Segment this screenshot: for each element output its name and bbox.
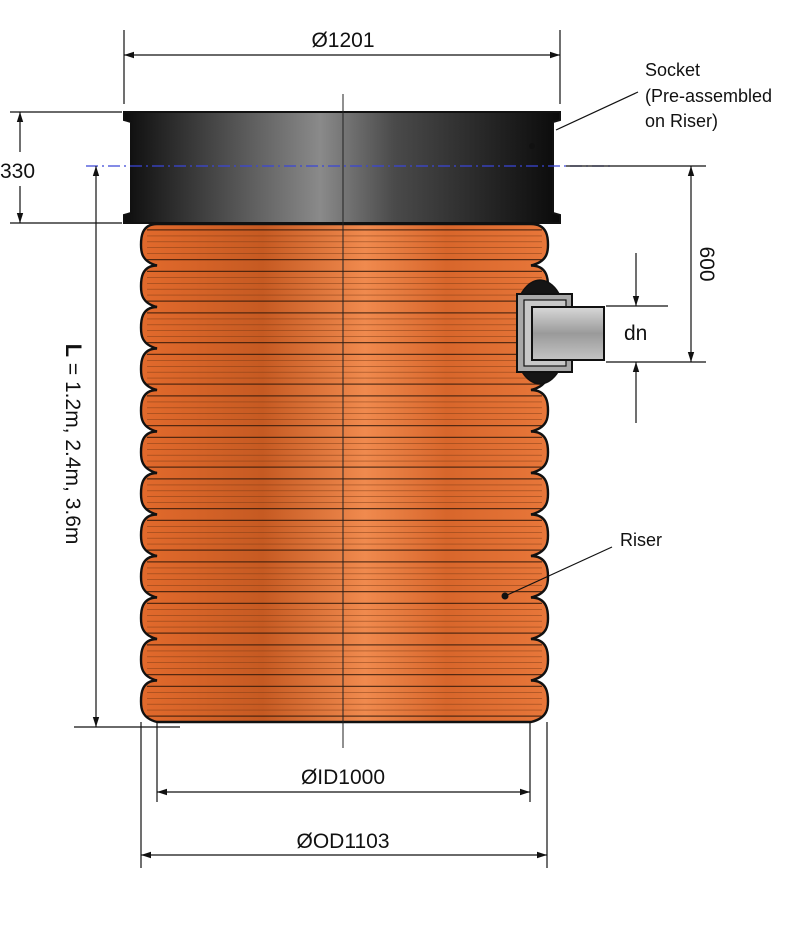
riser-body bbox=[139, 222, 550, 724]
socket-body bbox=[123, 111, 561, 224]
socket-leader-dot bbox=[529, 143, 535, 149]
callout-riser: Riser bbox=[501, 530, 662, 600]
dimension-inlet-height: 600 bbox=[566, 165, 718, 363]
socket-diameter-label: Ø1201 bbox=[311, 29, 374, 52]
dimension-socket-diameter: Ø1201 bbox=[123, 29, 561, 104]
inlet-pipe bbox=[531, 306, 605, 361]
outer-diameter-label: ØOD1103 bbox=[297, 830, 390, 853]
dimension-socket-height: 330 bbox=[0, 111, 122, 224]
socket-height-label: 330 bbox=[0, 160, 35, 183]
callout-socket-line1: Socket bbox=[645, 60, 700, 80]
dimension-outer-diameter: ØOD1103 bbox=[140, 722, 548, 868]
riser-leader-dot bbox=[501, 592, 509, 600]
inlet-height-label: 600 bbox=[695, 246, 718, 281]
callout-socket-line3: on Riser) bbox=[645, 111, 718, 131]
callout-socket: Socket (Pre-assembled on Riser) bbox=[555, 60, 772, 131]
socket bbox=[123, 111, 561, 224]
inlet-size-label: dn bbox=[624, 322, 647, 345]
length-label: L = 1.2m, 2.4m, 3.6m bbox=[61, 344, 86, 545]
callout-socket-line2: (Pre-assembled bbox=[645, 86, 772, 106]
dimension-length: L = 1.2m, 2.4m, 3.6m bbox=[61, 166, 180, 728]
dimension-inner-diameter: ØID1000 bbox=[156, 722, 531, 802]
dimension-inlet-size: dn bbox=[606, 253, 668, 423]
riser-rib-lines bbox=[147, 229, 542, 717]
riser bbox=[139, 222, 550, 724]
inner-diameter-label: ØID1000 bbox=[301, 766, 385, 789]
callout-riser-label: Riser bbox=[620, 530, 662, 550]
inlet-connection bbox=[516, 279, 605, 385]
